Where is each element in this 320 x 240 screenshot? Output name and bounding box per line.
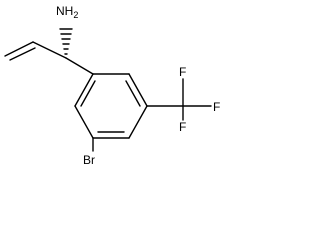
bond-vinyl-double-inner xyxy=(9,47,36,61)
fluorine-label-bottom: F xyxy=(179,120,186,134)
amine-h: H xyxy=(65,4,74,18)
amine-label: NH2 xyxy=(56,4,78,20)
fluorine-label-right: F xyxy=(213,100,220,114)
molecule-structure: NH2 Br F F F xyxy=(4,4,220,167)
amine-n: N xyxy=(56,4,65,18)
benzene-ring xyxy=(74,73,148,139)
bond-vinyl-double-outer xyxy=(4,41,34,57)
stereo-hashed-wedge xyxy=(59,28,73,55)
bond-vinyl-chiral xyxy=(32,41,67,59)
fluorine-label-top: F xyxy=(179,65,186,79)
bromine-label: Br xyxy=(83,153,95,167)
amine-h-count: 2 xyxy=(73,10,78,20)
bond-chiral-ring xyxy=(65,57,94,75)
